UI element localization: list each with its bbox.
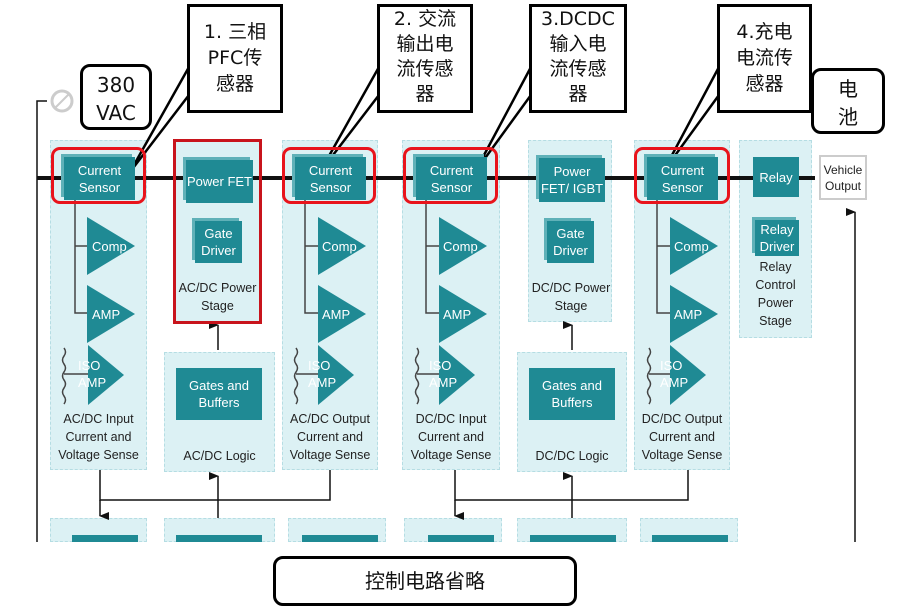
callout-charge-sensor: 4.充电 电流传 感器 xyxy=(717,4,812,113)
relay-block: Relay xyxy=(753,157,799,197)
stage-label: Relay Control Power Stage xyxy=(755,260,796,328)
block-bottom xyxy=(652,535,728,542)
gates-buffers-block: Gates and Buffers xyxy=(176,368,262,420)
comp-label: Comp xyxy=(322,239,357,254)
current-sensor-dcdc-output: Current Sensor xyxy=(647,157,718,200)
current-sensor-dcdc-input: Current Sensor xyxy=(416,157,487,200)
callout-ac-output-sensor: 2. 交流 输出电 流传感 器 xyxy=(377,4,473,113)
callout-380vac: 380 VAC xyxy=(80,64,152,130)
gate-driver-block: Gate Driver xyxy=(547,221,594,263)
amp-label: AMP xyxy=(443,307,472,322)
highlight-sensor-2 xyxy=(282,147,376,204)
stage-label: AC/DC Output Current and Voltage Sense xyxy=(289,412,371,462)
gate-driver-block: Gate Driver xyxy=(195,221,242,263)
iso-amp-label: ISO AMP xyxy=(308,358,337,390)
relay-driver-block: Relay Driver xyxy=(755,220,799,256)
current-sensor-acdc-output: Current Sensor xyxy=(295,157,366,200)
amp-label: AMP xyxy=(674,307,703,322)
highlight-acdc-power-stage xyxy=(173,139,262,324)
stage-label: AC/DC Logic xyxy=(183,449,256,463)
block-bottom xyxy=(428,535,494,542)
iso-amp-label: ISO AMP xyxy=(429,358,458,390)
amp-label: AMP xyxy=(92,307,121,322)
gates-buffers-block: Gates and Buffers xyxy=(529,368,615,420)
stage-label: DC/DC Power Stage xyxy=(531,281,611,313)
amp-label: AMP xyxy=(322,307,351,322)
highlight-sensor-3 xyxy=(403,147,498,204)
iso-amp-label: ISO AMP xyxy=(78,358,107,390)
highlight-sensor-4 xyxy=(634,147,730,204)
vehicle-output-block: Vehicle Output xyxy=(819,155,867,200)
current-sensor-acdc-input: Current Sensor xyxy=(64,157,135,200)
callout-battery: 电 池 xyxy=(811,68,885,134)
block-bottom xyxy=(302,535,378,542)
block-bottom xyxy=(176,535,262,542)
callout-dcdc-input-sensor: 3.DCDC 输入电 流传感 器 xyxy=(529,4,627,113)
stage-label: DC/DC Output Current and Voltage Sense xyxy=(641,412,723,462)
power-fet-block: Power FET xyxy=(186,160,253,203)
iso-amp-label: ISO AMP xyxy=(660,358,689,390)
stage-label: DC/DC Input Current and Voltage Sense xyxy=(410,412,492,462)
comp-label: Comp xyxy=(443,239,478,254)
callout-pfc-sensor: 1. 三相 PFC传 感器 xyxy=(187,4,283,113)
stage-label: DC/DC Logic xyxy=(535,449,609,463)
stage-label: AC/DC Power Stage xyxy=(178,281,257,313)
comp-label: Comp xyxy=(92,239,127,254)
block-bottom xyxy=(530,535,616,542)
comp-label: Comp xyxy=(674,239,709,254)
block-bottom xyxy=(72,535,138,542)
stage-label: AC/DC Input Current and Voltage Sense xyxy=(58,412,139,462)
callout-control-omitted: 控制电路省略 xyxy=(273,556,577,606)
highlight-sensor-1 xyxy=(51,147,146,204)
power-fet-igbt-block: Power FET/ IGBT xyxy=(539,158,605,202)
